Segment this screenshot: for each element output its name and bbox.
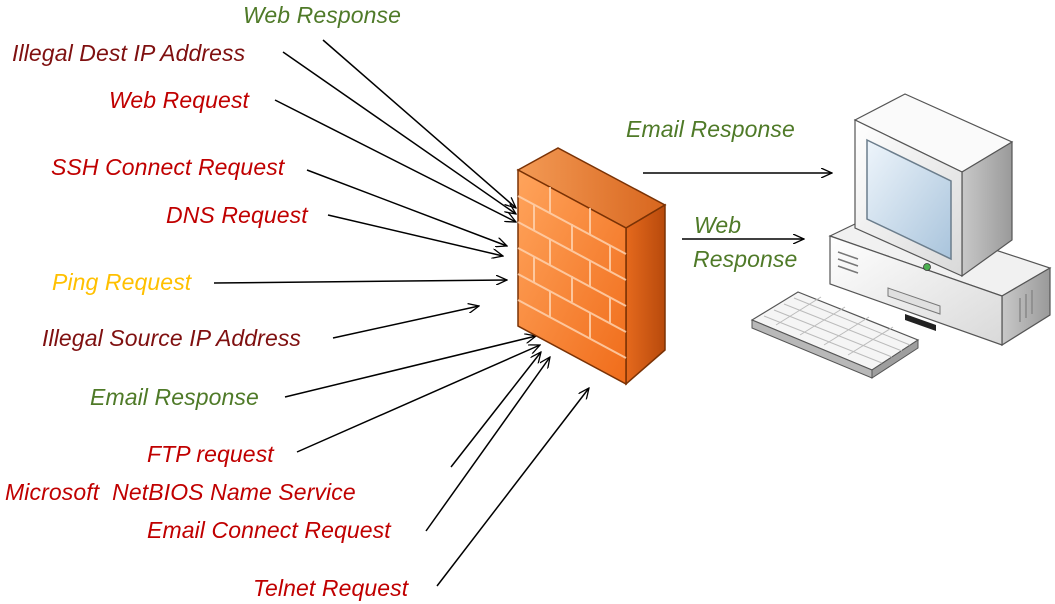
arrow-ping-request	[213, 280, 507, 283]
arrow-web-response-top	[322, 39, 516, 208]
arrow-netbios	[450, 352, 541, 468]
label-illegal-dest-ip: Illegal Dest IP Address	[12, 40, 246, 66]
arrow-telnet-request	[436, 388, 589, 587]
arrow-illegal-source	[332, 306, 479, 339]
label-web-response-right-line1: Web	[694, 212, 742, 238]
arrow-email-connect	[425, 357, 550, 532]
computer-icon	[750, 93, 1052, 379]
label-web-request: Web Request	[109, 87, 250, 113]
keyboard-icon	[750, 291, 920, 379]
label-illegal-source-ip: Illegal Source IP Address	[42, 325, 302, 351]
label-ssh-connect-request: SSH Connect Request	[51, 154, 285, 180]
label-ftp-request: FTP request	[147, 441, 274, 467]
label-telnet-request: Telnet Request	[253, 575, 409, 601]
label-web-response-right-line2: Response	[693, 246, 798, 272]
arrow-dns-request	[327, 214, 503, 256]
label-email-response-left: Email Response	[90, 384, 259, 410]
arrow-web-request	[274, 99, 516, 222]
arrow-email-response-left	[284, 336, 536, 398]
label-netbios: Microsoft NetBIOS Name Service	[5, 479, 356, 505]
label-web-response-top: Web Response	[243, 2, 402, 28]
label-email-response-right: Email Response	[626, 116, 795, 142]
arrow-ftp-request	[296, 345, 540, 453]
label-ping-request: Ping Request	[52, 269, 192, 295]
arrow-ssh-connect	[306, 169, 507, 246]
firewall-icon	[516, 147, 667, 386]
label-email-connect-request: Email Connect Request	[147, 517, 391, 543]
label-dns-request: DNS Request	[166, 202, 308, 228]
arrow-illegal-dest	[282, 51, 516, 214]
